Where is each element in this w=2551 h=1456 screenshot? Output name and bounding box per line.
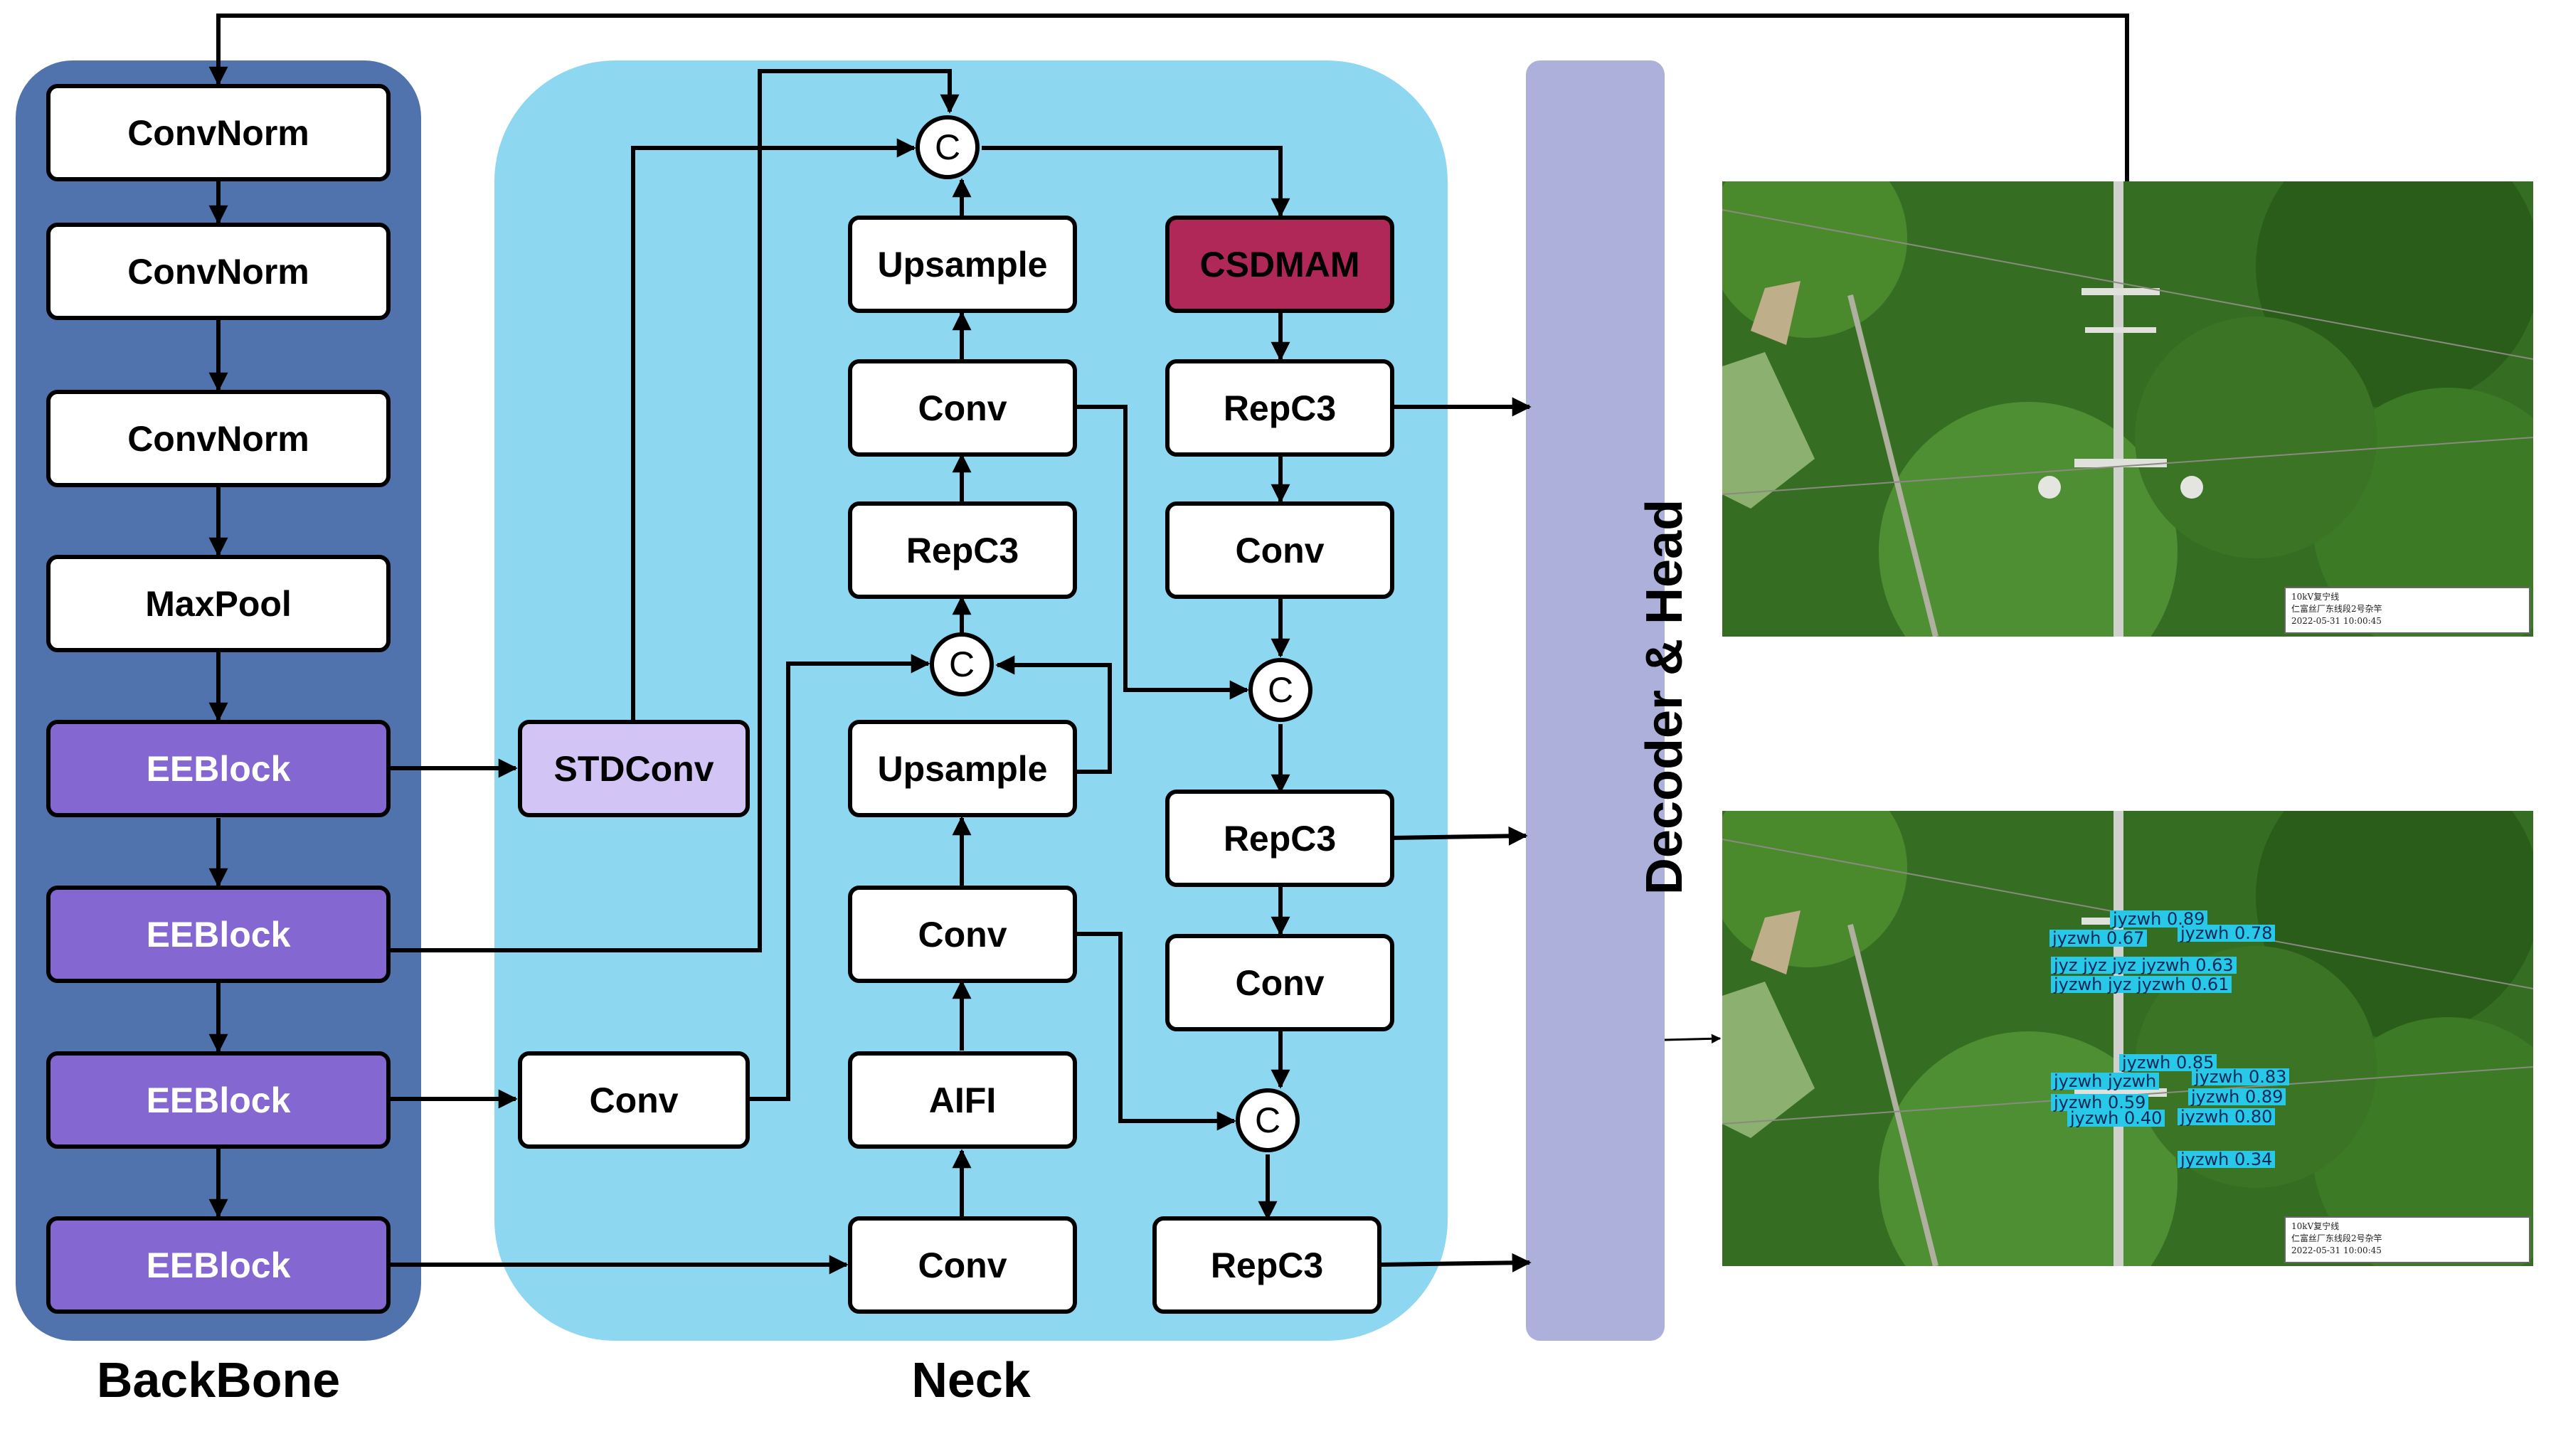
input-image-scene	[1722, 181, 2533, 637]
detection-label-3: jyzwh 0.78	[2178, 925, 2276, 942]
neck-conv-right-1: Conv	[1165, 501, 1394, 599]
detection-label-2: jyzwh 0.67	[2049, 930, 2148, 947]
output-image-stamp: 10kV复宁线 仁富丝厂东线段2号杂竿 2022-05-31 10:00:45	[2284, 1216, 2530, 1263]
concat-node-mid: C	[930, 632, 994, 696]
detection-label-13: jyzwh 0.34	[2178, 1151, 2276, 1168]
neck-label: Neck	[911, 1352, 1031, 1408]
concat-node-right: C	[1248, 658, 1312, 722]
input-image-stamp: 10kV复宁线 仁富丝厂东线段2号杂竿 2022-05-31 10:00:45	[2284, 587, 2530, 634]
decoder-panel	[1526, 60, 1665, 1341]
decoder-head-label: Decoder & Head	[1636, 499, 1693, 896]
stamp-line-1: 10kV复宁线	[2291, 1221, 2340, 1231]
neck-repc3-right-mid: RepC3	[1165, 790, 1394, 887]
detection-label-11: jyzwh 0.40	[2067, 1110, 2165, 1127]
concat-node-bottom: C	[1236, 1088, 1300, 1152]
stamp-line-2: 仁富丝厂东线段2号杂竿	[2291, 1233, 2382, 1243]
backbone-label: BackBone	[96, 1352, 341, 1408]
neck-conv-mid: Conv	[848, 886, 1077, 983]
neck-conv-bottom: Conv	[848, 1216, 1077, 1314]
neck-upsample-top: Upsample	[848, 216, 1077, 313]
backbone-eeblock-1: EEBlock	[46, 720, 391, 817]
neck-repc3-right-bottom: RepC3	[1152, 1216, 1381, 1314]
stamp-line-3: 2022-05-31 10:00:45	[2291, 616, 2382, 626]
backbone-convnorm-1: ConvNorm	[46, 84, 391, 181]
detection-label-10: jyzwh 0.89	[2188, 1088, 2286, 1105]
connectors	[208, 14, 2129, 1275]
neck-conv-upper: Conv	[848, 359, 1077, 457]
detection-label-12: jyzwh 0.80	[2178, 1108, 2276, 1125]
input-image: 10kV复宁线 仁富丝厂东线段2号杂竿 2022-05-31 10:00:45	[1722, 181, 2533, 637]
neck-csdmam: CSDMAM	[1165, 216, 1394, 313]
neck-stdconv: STDConv	[518, 720, 750, 817]
backbone-convnorm-2: ConvNorm	[46, 223, 391, 320]
detection-label-7: jyzwh jyzwh	[2051, 1073, 2160, 1090]
backbone-eeblock-4: EEBlock	[46, 1216, 391, 1314]
stamp-line-3: 2022-05-31 10:00:45	[2291, 1245, 2382, 1255]
neck-upsample-mid: Upsample	[848, 720, 1077, 817]
detection-label-9: jyzwh 0.59	[2051, 1094, 2149, 1111]
detection-label-4: jyz jyz jyz jyzwh 0.63	[2051, 957, 2237, 974]
neck-repc3-right-top: RepC3	[1165, 359, 1394, 457]
concat-node-top: C	[916, 115, 980, 179]
stamp-line-2: 仁富丝厂东线段2号杂竿	[2291, 604, 2382, 614]
detection-label-8: jyzwh 0.83	[2192, 1068, 2290, 1085]
output-image: jyzwh 0.89 jyzwh 0.67 jyzwh 0.78 jyz jyz…	[1722, 811, 2533, 1266]
neck-conv-right-2: Conv	[1165, 934, 1394, 1031]
backbone-eeblock-3: EEBlock	[46, 1051, 391, 1149]
backbone-eeblock-2: EEBlock	[46, 886, 391, 983]
neck-repc3-mid: RepC3	[848, 501, 1077, 599]
backbone-convnorm-3: ConvNorm	[46, 390, 391, 487]
neck-aifi: AIFI	[848, 1051, 1077, 1149]
backbone-maxpool: MaxPool	[46, 555, 391, 652]
decoder-to-detection-arrow	[1664, 1033, 1722, 1044]
detection-label-5: jyzwh jyz jyzwh 0.61	[2051, 976, 2232, 993]
stamp-line-1: 10kV复宁线	[2291, 592, 2340, 602]
neck-conv-lateral: Conv	[518, 1051, 750, 1149]
output-image-scene	[1722, 811, 2533, 1266]
